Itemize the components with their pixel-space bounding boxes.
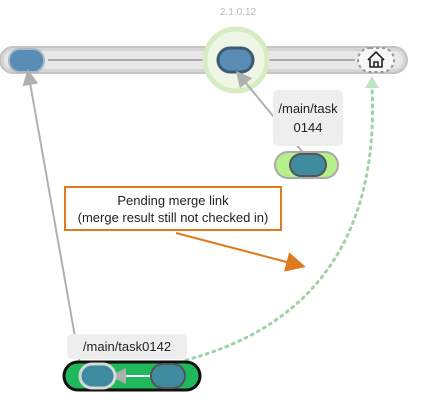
annotation-arrow	[175, 232, 306, 272]
task0144-version-node[interactable]	[289, 153, 327, 177]
pending-merge-arrowhead	[365, 76, 379, 88]
branch-label-task0144-line1: /main/task	[278, 101, 338, 116]
branch-label-task0144-line2: 0144	[293, 120, 323, 135]
branch-0142-origin-link	[22, 69, 81, 366]
branch-label-task0144[interactable]: /main/task 0144	[273, 90, 343, 146]
pending-merge-link	[184, 84, 375, 362]
annotation-line1: Pending merge link	[117, 192, 229, 208]
annotation-callout: Pending merge link (merge result still n…	[64, 186, 282, 231]
selected-version-node[interactable]	[202, 26, 270, 94]
branch-label-task0142-text: /main/task0142	[82, 339, 172, 354]
annotation-line2: (merge result still not checked in)	[77, 209, 269, 225]
home-icon[interactable]	[357, 47, 395, 73]
task0142-version-node-first[interactable]	[78, 362, 117, 390]
task0142-version-node-latest[interactable]	[150, 363, 186, 389]
version-label: 2.1.0.12	[219, 7, 257, 18]
main-version-node-left[interactable]	[8, 48, 45, 73]
branch-label-task0142[interactable]: /main/task0142	[67, 334, 187, 359]
